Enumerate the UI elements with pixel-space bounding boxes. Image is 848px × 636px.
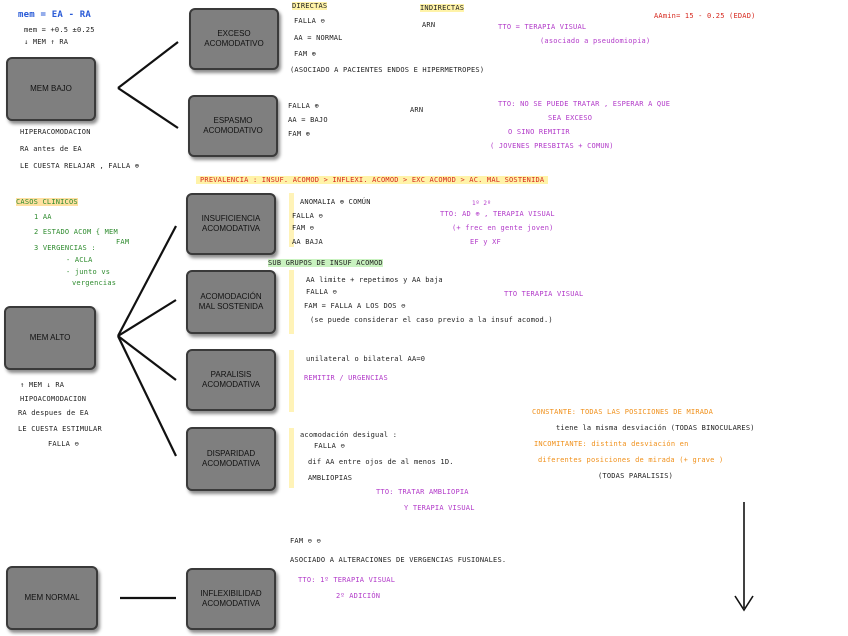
ra-antes-ea: RA antes de EA: [20, 145, 82, 153]
insuf-tto-sup: 1º 2º: [472, 200, 492, 207]
box-espasmo-acomodativo: ESPASMO ACOMODATIVO: [188, 95, 278, 157]
insuf-tto-2: (+ frec en gente joven): [452, 224, 554, 232]
subgrupos-title: SUB GRUPOS DE INSUF ACOMOD: [268, 259, 383, 267]
inflex-note-2: ASOCIADO A ALTERACIONES DE VERGENCIAS FU…: [290, 556, 507, 564]
box-exceso-acomodativo: EXCESO ACOMODATIVO: [189, 8, 279, 70]
prevalencia-line: PREVALENCIA : INSUF. ACOMOD > INFLEXI. A…: [196, 176, 549, 184]
indirectas-header: INDIRECTAS: [420, 4, 465, 12]
espasmo-tto-1: TTO: NO SE PUEDE TRATAR , ESPERAR A QUE: [498, 100, 671, 108]
disparidad-note-3: dif AA entre ojos de al menos 1D.: [308, 458, 454, 466]
constante-2: tiene la misma desviación (TODAS BINOCUL…: [556, 424, 755, 432]
mal-note-1: AA limite + repetimos y AA baja: [306, 276, 443, 284]
highlight-bar: [289, 428, 294, 488]
caso-3c: vergencias: [72, 279, 117, 287]
aa-min-formula: AAmin= 15 - 0.25 (EDAD): [654, 12, 756, 20]
caso-2b: FAM: [116, 238, 130, 246]
caso-3: 3 VERGENCIAS :: [34, 244, 96, 252]
incomitante-3: (TODAS PARALISIS): [598, 472, 674, 480]
espasmo-tto-2: SEA EXCESO: [548, 114, 593, 122]
disparidad-tto-1: TTO: TRATAR AMBLIOPIA: [376, 488, 469, 496]
paralisis-note-1: unilateral o bilateral AA=0: [306, 355, 426, 363]
box-mem-normal: MEM NORMAL: [6, 566, 98, 630]
box-insuficiencia-acomodativa: INSUFICIENCIA ACOMODATIVA: [186, 193, 276, 255]
ra-despues-ea: RA despues de EA: [18, 409, 89, 417]
disparidad-note-4: AMBLIOPIAS: [308, 474, 353, 482]
espasmo-tto-3: O SINO REMITIR: [508, 128, 570, 136]
espasmo-note-2: AA = BAJO: [288, 116, 328, 124]
box-mem-bajo: MEM BAJO: [6, 57, 96, 121]
mal-note-4: (se puede considerar el caso previo a la…: [310, 316, 553, 324]
insuf-note-3: FAM ⊖: [292, 224, 315, 232]
mem-range: mem = +0.5 ±0.25: [24, 26, 95, 34]
formula-mem: mem = EA - RA: [18, 10, 92, 20]
mal-note-3: FAM = FALLA A LOS DOS ⊖: [304, 302, 406, 310]
inflex-tto-2: 2º ADICIÓN: [336, 592, 381, 600]
hiperacomodacion: HIPERACOMODACION: [20, 128, 91, 136]
incomitante-1: INCOMITANTE: distinta desviación en: [534, 440, 689, 448]
disparidad-tto-2: Y TERAPIA VISUAL: [404, 504, 475, 512]
le-cuesta-relajar: LE CUESTA RELAJAR , FALLA ⊕: [20, 162, 140, 170]
insuf-note-1: ANOMALIA ⊕ COMÚN: [300, 198, 371, 206]
paralisis-note-2: REMITIR / URGENCIAS: [304, 374, 388, 382]
caso-3a: - ACLA: [66, 256, 93, 264]
mem-high-rule: ↑ MEM ↓ RA: [20, 381, 65, 389]
exceso-tto-2: (asociado a pseudomiopia): [540, 37, 651, 45]
hipoacomodacion: HIPOACOMODACION: [20, 395, 87, 403]
box-paralisis-acomodativa: PARALISIS ACOMODATIVA: [186, 349, 276, 411]
box-mem-alto: MEM ALTO: [4, 306, 96, 370]
exceso-note-3: FAM ⊕: [294, 50, 317, 58]
insuf-note-2: FALLA ⊖: [292, 212, 323, 220]
mem-low-rule: ↓ MEM ↑ RA: [24, 38, 69, 46]
highlight-bar: [289, 270, 294, 334]
le-cuesta-estimular: LE CUESTA ESTIMULAR: [18, 425, 102, 433]
caso-2: 2 ESTADO ACOM { MEM: [34, 228, 118, 236]
box-disparidad-acomodativa: DISPARIDAD ACOMODATIVA: [186, 427, 276, 491]
espasmo-tto-4: ( JOVENES PRESBITAS + COMUN): [490, 142, 614, 150]
caso-3b: - junto vs: [66, 268, 111, 276]
highlight-bar: [289, 350, 294, 412]
highlight-bar: [289, 193, 294, 247]
insuf-tto-1: TTO: AD ⊕ , TERAPIA VISUAL: [440, 210, 555, 218]
exceso-arn: ARN: [422, 21, 436, 29]
caso-1: 1 AA: [34, 213, 52, 221]
constante-1: CONSTANTE: TODAS LAS POSICIONES DE MIRAD…: [532, 408, 713, 416]
inflex-tto-1: TTO: 1º TERAPIA VISUAL: [298, 576, 396, 584]
incomitante-2: diferentes posiciones de mirada (+ grave…: [538, 456, 724, 464]
insuf-tto-3: EF y XF: [470, 238, 501, 246]
inflex-note-1: FAM ⊖ ⊖: [290, 537, 321, 545]
mal-tto: TTO TERAPIA VISUAL: [504, 290, 584, 298]
falla-negativa: FALLA ⊖: [48, 440, 79, 448]
directas-header: DIRECTAS: [292, 2, 328, 10]
espasmo-note-1: FALLA ⊕: [288, 102, 319, 110]
exceso-note-1: FALLA ⊖: [294, 17, 325, 25]
disparidad-note-2: FALLA ⊖: [314, 442, 345, 450]
casos-clinicos-title: CASOS CLINICOS: [16, 198, 78, 206]
insuf-note-4: AA BAJA: [292, 238, 323, 246]
exceso-note-4: (ASOCIADO A PACIENTES ENDOS E HIPERMETRO…: [290, 66, 485, 74]
mal-note-2: FALLA ⊖: [306, 288, 337, 296]
disparidad-note-1: acomodación desigual :: [300, 431, 398, 439]
box-acomodacion-mal-sostenida: ACOMODACIÓN MAL SOSTENIDA: [186, 270, 276, 334]
exceso-note-2: AA = NORMAL: [294, 34, 343, 42]
espasmo-arn: ARN: [410, 106, 424, 114]
exceso-tto-1: TTO = TERAPIA VISUAL: [498, 23, 587, 31]
box-inflexibilidad-acomodativa: INFLEXIBILIDAD ACOMODATIVA: [186, 568, 276, 630]
espasmo-note-3: FAM ⊕: [288, 130, 311, 138]
